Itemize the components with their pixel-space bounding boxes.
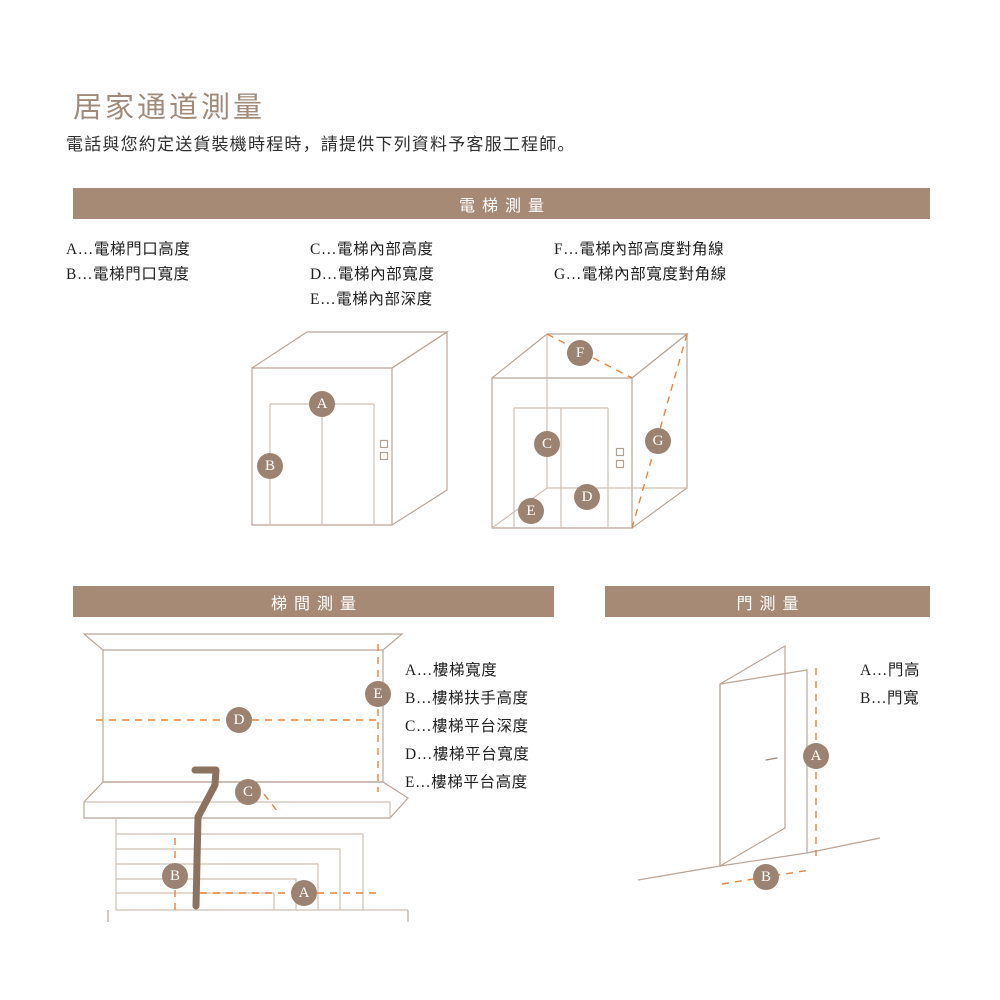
badge-c: C [534, 431, 560, 457]
badge-c-label: C [243, 784, 253, 800]
badge-b: B [257, 453, 283, 479]
legend-elevator-column-3: F…電梯內部高度對角線 G…電梯內部寬度對角線 [554, 237, 727, 287]
legend-item: G…電梯內部寬度對角線 [554, 266, 727, 283]
badge-e: E [365, 681, 391, 707]
badge-a-label: A [811, 748, 822, 764]
page-title: 居家通道測量 [73, 92, 266, 124]
badge-b-label: B [170, 868, 180, 884]
legend-item: A…電梯門口高度 [66, 241, 191, 258]
legend-item: B…門寬 [860, 690, 920, 707]
elevator-door-frame [269, 403, 375, 525]
door-handle-icon [765, 757, 778, 761]
badge-d: D [574, 484, 600, 510]
badge-c-label: C [542, 436, 552, 452]
badge-b-label: B [265, 458, 275, 474]
legend-door: A…門高 B…門寬 [860, 657, 920, 713]
legend-item: C…電梯內部高度 [310, 241, 434, 258]
elevator-box-outline [251, 330, 450, 526]
elevator-interior-door-frame [513, 407, 609, 528]
elevator-wireframe-outline [491, 332, 689, 529]
badge-b-label: B [761, 869, 771, 885]
badge-e-label: E [526, 503, 535, 519]
dimension-line-f [546, 333, 633, 379]
badge-b: B [162, 863, 188, 889]
badge-b: B [753, 864, 779, 890]
badge-f-label: F [576, 345, 584, 361]
section-header-door-label: 門測量 [736, 595, 806, 613]
stair-handrail [191, 766, 220, 910]
badge-e: E [518, 498, 544, 524]
elevator-call-buttons-icon [615, 447, 625, 469]
door-frame [719, 669, 808, 867]
legend-item: F…電梯內部高度對角線 [554, 241, 725, 258]
badge-a: A [803, 743, 829, 769]
badge-g: G [645, 428, 671, 454]
page-subtitle: 電話與您約定送貨裝機時程時，請提供下列資料予客服工程師。 [66, 135, 576, 154]
legend-item: C…樓梯平台深度 [405, 718, 529, 735]
badge-d-label: D [234, 712, 245, 728]
stairwell-ceiling [82, 633, 404, 651]
legend-item: A…門高 [860, 662, 921, 679]
section-header-elevator: 電梯測量 [73, 188, 930, 219]
elevator-call-buttons-icon [379, 439, 389, 461]
section-header-elevator-label: 電梯測量 [458, 197, 551, 215]
diagram-elevator-interior: F G C D E [480, 320, 740, 550]
door-floor-lines [637, 837, 881, 881]
stairwell-steps [107, 818, 409, 922]
diagram-stairwell: D E C B A [78, 622, 409, 922]
badge-d: D [226, 707, 252, 733]
stairwell-landing [83, 781, 409, 819]
legend-elevator-column-2: C…電梯內部高度 D…電梯內部寬度 E…電梯內部深度 [310, 237, 435, 312]
badge-d-label: D [582, 489, 593, 505]
diagram-door: A B [630, 638, 900, 908]
legend-item: D…電梯內部寬度 [310, 266, 435, 283]
legend-item: B…樓梯扶手高度 [405, 690, 529, 707]
badge-f: F [567, 340, 593, 366]
legend-elevator-column-1: A…電梯門口高度 B…電梯門口寬度 [66, 237, 191, 287]
legend-item: E…樓梯平台高度 [405, 774, 528, 791]
legend-item: D…樓梯平台寬度 [405, 746, 530, 763]
badge-g-label: G [653, 433, 664, 449]
badge-a-label: A [317, 396, 328, 412]
section-header-door: 門測量 [605, 586, 930, 617]
diagram-elevator-door: A B [230, 320, 480, 550]
legend-item: B…電梯門口寬度 [66, 266, 190, 283]
badge-a: A [309, 391, 335, 417]
badge-a: A [291, 880, 317, 906]
door-leaf [719, 644, 786, 868]
badge-e-label: E [373, 686, 382, 702]
legend-item: E…電梯內部深度 [310, 291, 433, 308]
legend-stairs: A…樓梯寬度 B…樓梯扶手高度 C…樓梯平台深度 D…樓梯平台寬度 E…樓梯平台… [405, 657, 530, 797]
badge-c: C [235, 779, 261, 805]
section-header-stairs: 梯間測量 [73, 586, 554, 617]
section-header-stairs-label: 梯間測量 [270, 595, 363, 613]
badge-a-label: A [299, 885, 310, 901]
legend-item: A…樓梯寬度 [405, 662, 498, 679]
